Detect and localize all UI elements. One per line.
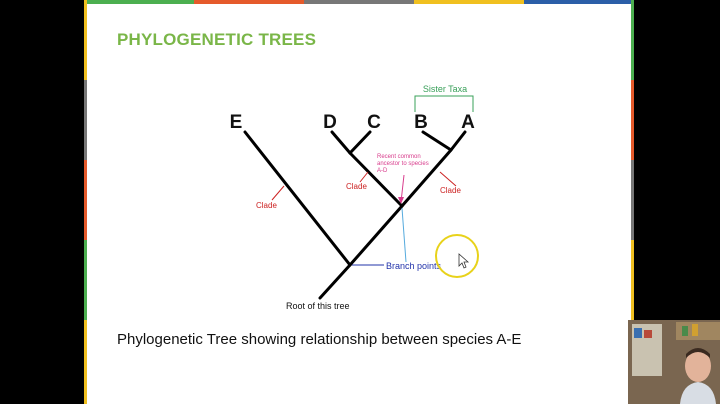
top-color-bar-2 [194, 0, 304, 4]
branch-points-label: Branch points [386, 261, 442, 271]
right-color-bar-2 [631, 80, 634, 160]
root-label: Root of this tree [286, 301, 350, 311]
branch-to-ABCD [348, 204, 404, 267]
branch-to-D [330, 130, 352, 155]
slide-title: PHYLOGENETIC TREES [117, 30, 317, 49]
cursor-highlight-ring [435, 234, 479, 278]
branch-to-A [449, 130, 467, 152]
branch-to-AB [400, 148, 453, 208]
left-color-bar-4 [84, 240, 87, 320]
sister-taxa-label: Sister Taxa [423, 84, 467, 94]
top-color-bar-5 [524, 0, 634, 4]
right-color-bar-4 [631, 240, 634, 320]
presenter-webcam [628, 320, 720, 404]
taxon-label-E: E [230, 112, 243, 133]
clade-arrow-AB [439, 171, 457, 187]
clade-label-AB: Clade [440, 186, 461, 195]
slide: PHYLOGENETIC TREES E D C B A Sister Taxa… [84, 0, 634, 404]
branch-point-pointer-blue [401, 207, 407, 263]
branch-to-C [348, 130, 372, 155]
right-color-bar-1 [631, 0, 634, 80]
left-color-bar-1 [84, 0, 87, 80]
clade-label-E: Clade [256, 201, 277, 210]
left-color-bar-5 [84, 320, 87, 404]
clade-arrow-CD [359, 171, 369, 183]
sister-taxa-bracket [414, 95, 474, 112]
taxon-label-D: D [323, 112, 337, 133]
webcam-scene [628, 320, 720, 404]
top-color-bar-4 [414, 0, 524, 4]
taxon-label-A: A [461, 112, 475, 133]
clade-arrow-E [271, 185, 285, 201]
taxon-label-B: B [414, 112, 428, 133]
branch-to-CD [348, 151, 404, 208]
branch-to-B [421, 130, 453, 152]
ancestor-label-line-2: ancestor to species [377, 161, 429, 167]
right-color-bar-3 [631, 160, 634, 240]
mouse-cursor-icon [458, 253, 470, 269]
left-color-bar-3 [84, 160, 87, 240]
top-color-bar-1 [84, 0, 194, 4]
top-color-bar-3 [304, 0, 414, 4]
phylogenetic-tree-diagram: E D C B A Sister Taxa Recent common ance… [230, 84, 479, 311]
ancestor-pointer-head [398, 197, 404, 204]
taxon-label-C: C [367, 112, 381, 133]
left-color-bar-2 [84, 80, 87, 160]
clade-label-CD: Clade [346, 182, 367, 191]
ancestor-label-line-1: Recent common [377, 154, 421, 160]
root-branch [318, 263, 352, 300]
slide-caption: Phylogenetic Tree showing relationship b… [117, 331, 522, 348]
branch-to-E [243, 130, 352, 267]
ancestor-label-line-3: A-D [377, 168, 388, 174]
